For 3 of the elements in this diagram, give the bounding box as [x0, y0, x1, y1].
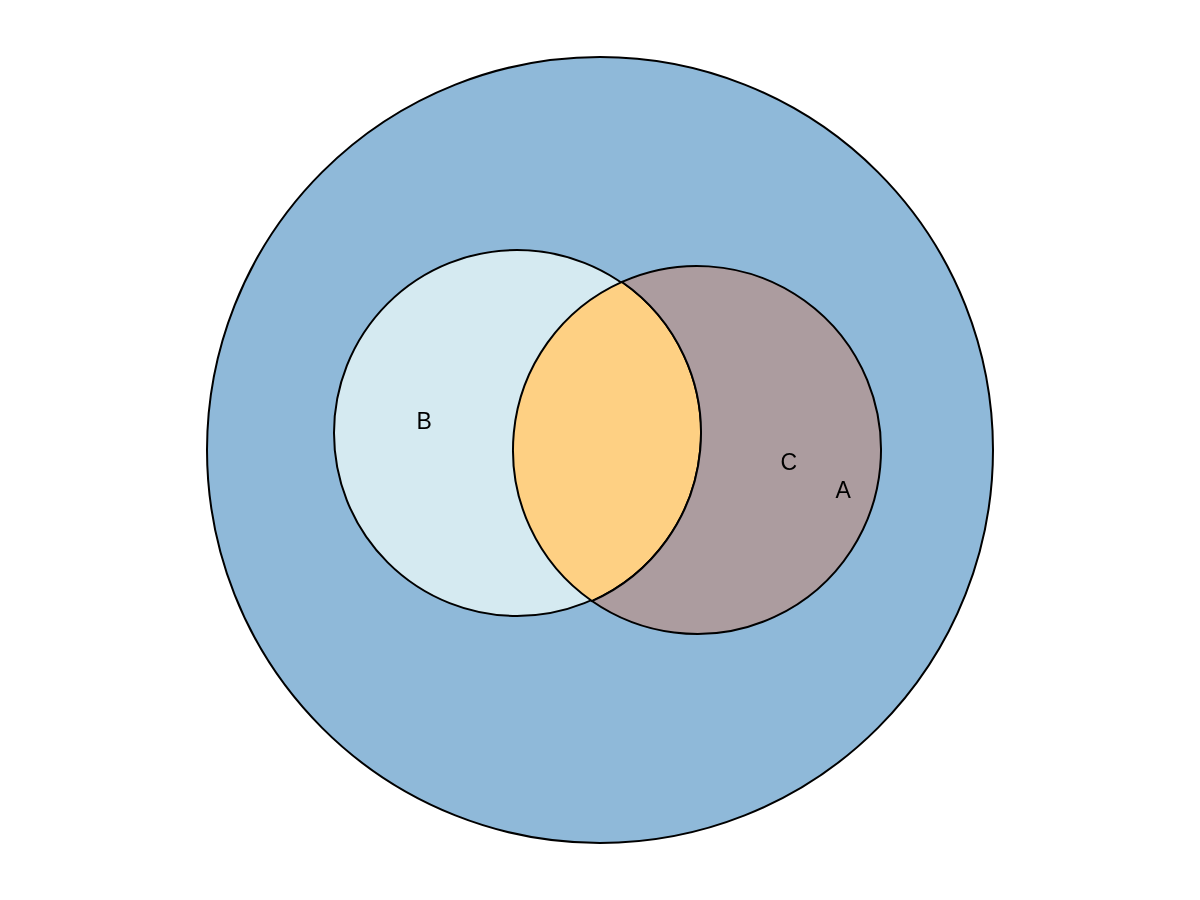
set-label: A [835, 478, 851, 502]
set-label: B [416, 409, 432, 433]
set-label: C [780, 450, 798, 474]
